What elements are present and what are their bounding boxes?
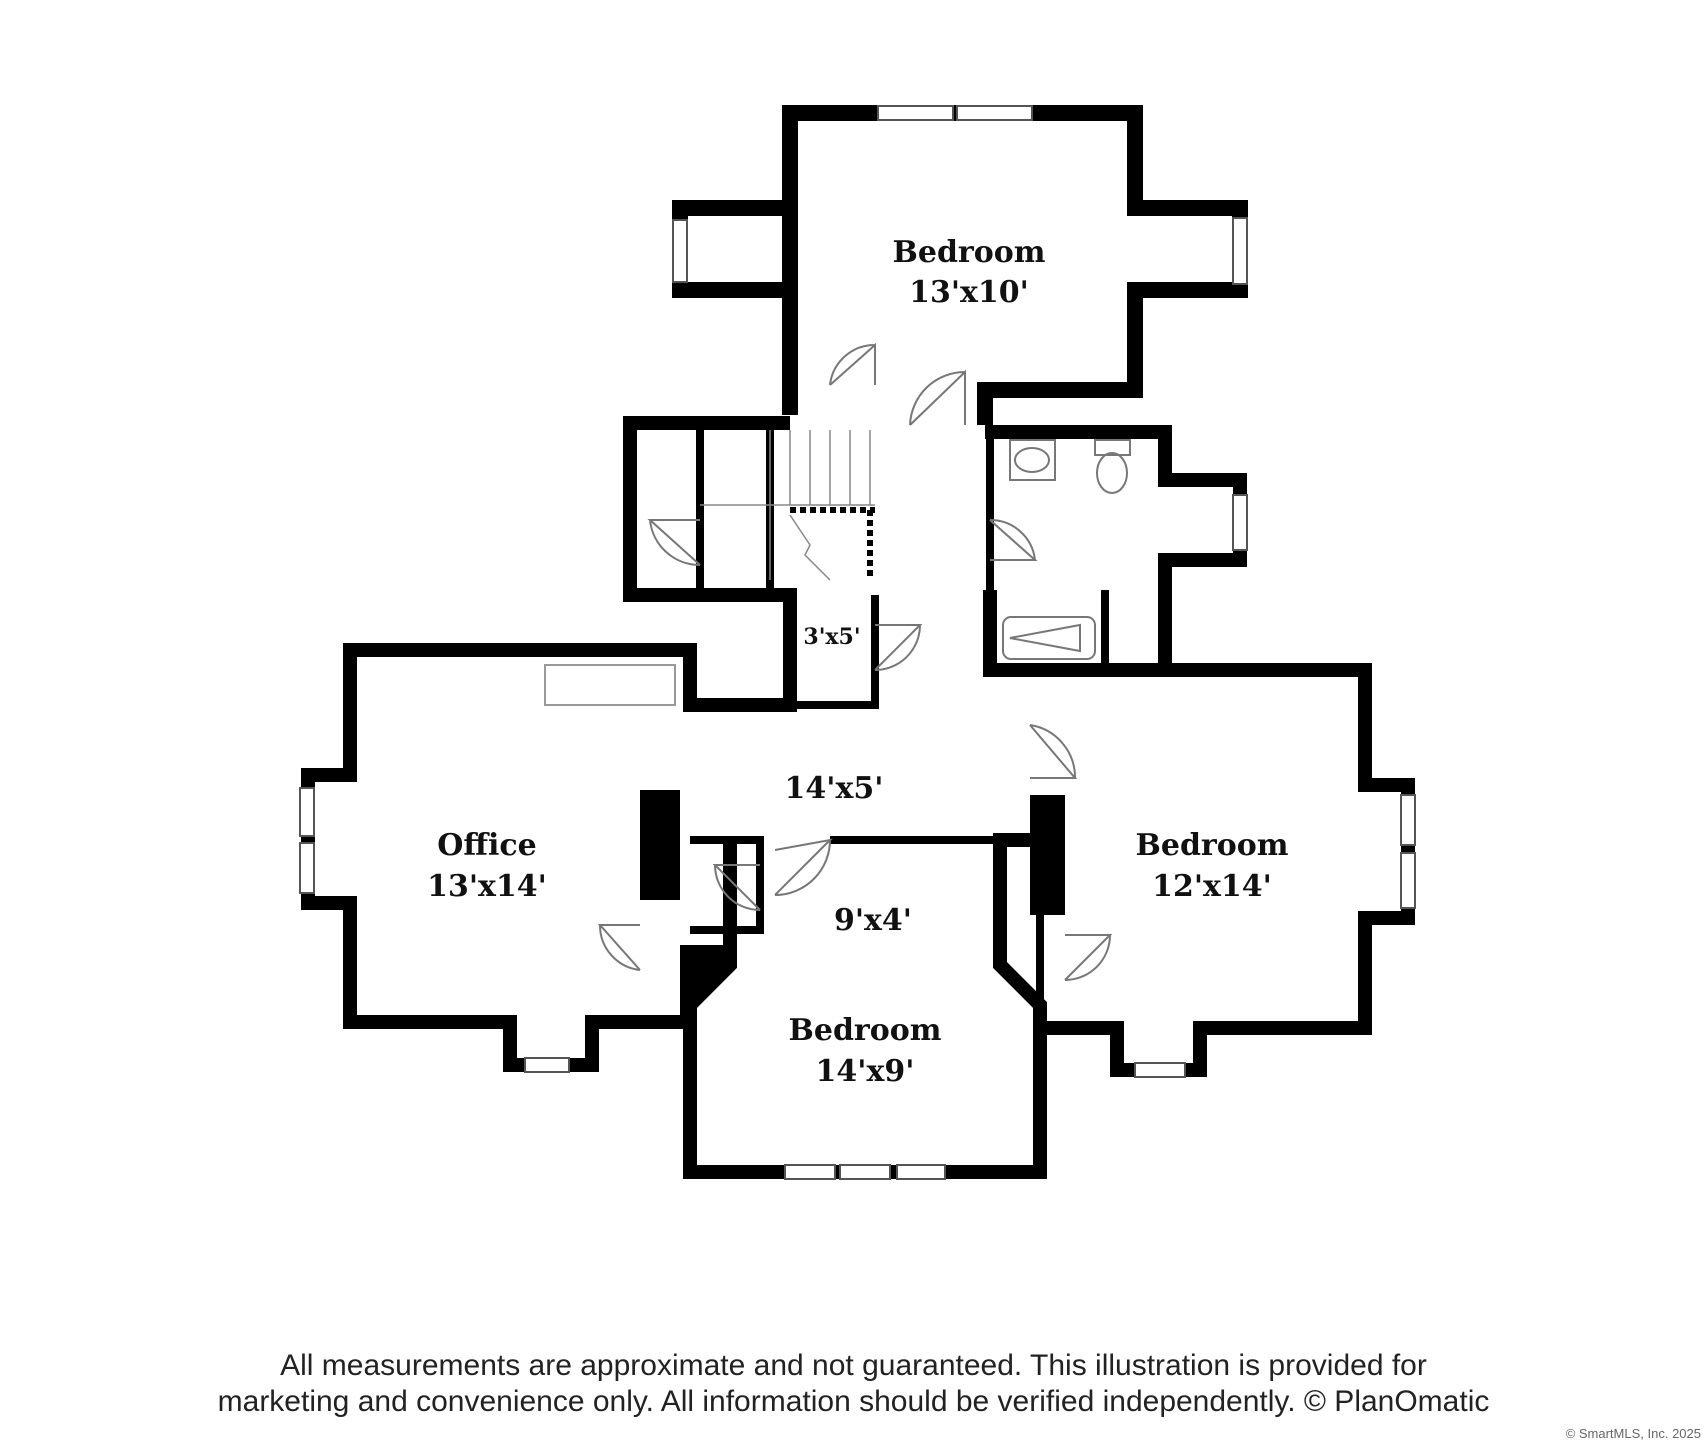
- room-label-office: Office: [437, 828, 537, 863]
- bathtub-icon: [1002, 616, 1096, 660]
- wall-stairs-block: [301, 416, 797, 1072]
- door-bathroom: [989, 518, 1038, 561]
- door-closet-top: [829, 342, 876, 386]
- door-closet-small: [874, 624, 923, 671]
- room-size-closet-bottom: 9'x4': [834, 903, 912, 938]
- room-label-bedroom-bottom: Bedroom: [789, 1013, 942, 1048]
- wall-block-left: [640, 790, 680, 900]
- window-left-top-bedroom: [672, 219, 688, 283]
- stairs: [700, 430, 875, 581]
- window-right-bedroom-bottom: [1134, 1062, 1186, 1078]
- window-right-top-bedroom: [1232, 217, 1248, 285]
- door-office-closet: [597, 924, 641, 971]
- office-shelf: [544, 664, 676, 706]
- window-right-bedroom-1: [1400, 794, 1416, 846]
- window-bottom-3: [896, 1164, 946, 1180]
- door-closet-left: [712, 864, 761, 911]
- window-office-bottom: [524, 1057, 570, 1073]
- window-bottom-2: [839, 1164, 891, 1180]
- room-label-bedroom-top: Bedroom: [893, 235, 1046, 270]
- toilet-bowl-icon: [1096, 452, 1128, 494]
- window-top-1: [877, 105, 954, 121]
- room-size-bedroom-bottom: 14'x9': [816, 1054, 915, 1089]
- room-label-bedroom-right: Bedroom: [1136, 828, 1289, 863]
- wall-block-lower-left: [680, 945, 725, 1015]
- room-size-bedroom-top: 13'x10': [909, 275, 1029, 310]
- wall-right-bedroom: [1040, 663, 1415, 1077]
- wall-bottom-bedroom: [683, 833, 1047, 1179]
- sink-basin-icon: [1014, 447, 1050, 473]
- disclaimer-line-1: All measurements are approximate and not…: [280, 1349, 1427, 1382]
- window-right-bedroom-2: [1400, 852, 1416, 909]
- sink-icon: [1009, 439, 1056, 481]
- door-top-bedroom: [909, 369, 966, 426]
- window-office-2: [299, 842, 315, 894]
- room-size-closet-small: 3'x5': [803, 624, 860, 650]
- window-bottom-1: [784, 1164, 836, 1180]
- wall-block-right: [1030, 795, 1065, 915]
- room-size-hallway: 14'x5': [785, 771, 884, 806]
- door-closet-bottom: [774, 838, 833, 896]
- room-size-bedroom-right: 12'x14': [1152, 869, 1272, 904]
- door-right-closet: [1064, 934, 1113, 981]
- window-bathroom: [1232, 494, 1248, 551]
- window-office-1: [299, 787, 315, 837]
- room-size-office: 13'x14': [427, 869, 547, 904]
- window-top-2: [956, 105, 1033, 121]
- toilet-tank-icon: [1094, 439, 1131, 456]
- bathtub-drain-icon: [1009, 623, 1081, 653]
- door-stairs-closet: [647, 519, 701, 567]
- door-right-bedroom: [1029, 724, 1078, 779]
- disclaimer-line-2: marketing and convenience only. All info…: [217, 1385, 1490, 1418]
- wall-bathroom: [983, 425, 1247, 677]
- copyright-credit: © SmartMLS, Inc. 2025: [1565, 1426, 1701, 1441]
